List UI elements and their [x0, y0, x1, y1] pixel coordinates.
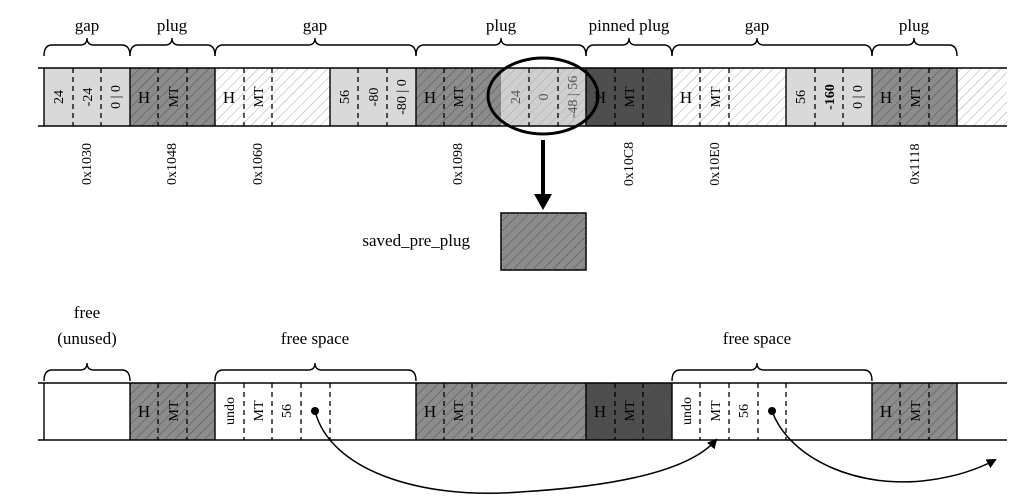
gap-1-block — [44, 68, 130, 126]
bottom-pinned-plug-header-mt: MT — [623, 400, 638, 421]
gap-1-value-3: 0 | 0 — [109, 85, 124, 109]
bottom-plug-2-header-h: H — [424, 402, 436, 421]
bottom-plug-3-header-h: H — [880, 402, 892, 421]
gap-3-header-mt: MT — [709, 86, 724, 107]
free-space-1-size: 56 — [280, 404, 295, 418]
bottom-heap-row: free (unused) free space free space — [38, 303, 1007, 495]
bottom-plug-1-header-h: H — [138, 402, 150, 421]
brace-gap-3 — [671, 37, 873, 57]
brace-free-space-1 — [214, 362, 417, 382]
gap-2-value-3: -80 | 0 — [395, 79, 410, 114]
free-space-2-undo: undo — [680, 397, 695, 425]
gap-3-value-3: 0 | 0 — [851, 85, 866, 109]
gap-1-value-1: 24 — [52, 90, 67, 104]
brace-plug-3 — [871, 37, 958, 57]
free-unused-block — [44, 383, 130, 440]
brace-gap-1 — [43, 37, 131, 57]
overlap-value-2: 0 — [537, 94, 552, 101]
label-free-space-2: free space — [723, 329, 791, 348]
label-gap-2: gap — [303, 16, 328, 35]
address-1: 0x1030 — [80, 143, 95, 185]
plug-3-header-h: H — [880, 88, 892, 107]
gap-2-header-h: H — [223, 88, 235, 107]
label-pinned-plug: pinned plug — [589, 16, 670, 35]
bottom-plug-3-header-mt: MT — [909, 400, 924, 421]
label-plug-1: plug — [157, 16, 188, 35]
plug-1-header-h: H — [138, 88, 150, 107]
gap-2-value-1: 56 — [338, 90, 353, 104]
free-list-link-1-arrow — [314, 410, 718, 495]
brace-gap-2 — [214, 37, 417, 57]
brace-pinned-plug — [585, 37, 673, 57]
free-space-1-mt: MT — [252, 400, 267, 421]
label-plug-2: plug — [486, 16, 517, 35]
free-space-1-undo: undo — [223, 397, 238, 425]
address-6: 0x10E0 — [708, 142, 723, 186]
gap-2-header-mt: MT — [252, 86, 267, 107]
gap-3-value-2: -160 — [823, 84, 838, 110]
brace-plug-2 — [415, 37, 587, 57]
address-3: 0x1060 — [251, 143, 266, 185]
label-gap-1: gap — [75, 16, 100, 35]
pinned-plug-header-mt: MT — [623, 86, 638, 107]
overlap-value-3: -48 | 56 — [566, 76, 581, 118]
gap-1-value-2: -24 — [81, 88, 96, 107]
bottom-plug-2-header-mt: MT — [452, 400, 467, 421]
top-heap-row: gap plug gap plug pinned plug gap plug — [38, 16, 1007, 271]
gap-3-info-block — [786, 68, 872, 126]
save-arrow-head — [534, 194, 552, 210]
overlap-highlight-ellipse — [486, 56, 600, 136]
gap-3-header-h: H — [680, 88, 692, 107]
free-space-2-size: 56 — [737, 404, 752, 418]
address-2: 0x1048 — [165, 143, 180, 185]
overlap-value-1: 24 — [509, 90, 524, 104]
brace-free-unused — [43, 362, 131, 382]
bottom-pinned-plug-header-h: H — [594, 402, 606, 421]
free-list-link-2-arrow — [771, 410, 997, 483]
bottom-plug-1-header-mt: MT — [167, 400, 182, 421]
label-plug-3: plug — [899, 16, 930, 35]
label-free-space-1: free space — [281, 329, 349, 348]
gap-3-value-1: 56 — [794, 90, 809, 104]
plug-1-header-mt: MT — [167, 86, 182, 107]
saved-pre-plug-label: saved_pre_plug — [362, 231, 470, 250]
label-free-unused-line2: (unused) — [57, 329, 116, 348]
brace-plug-1 — [129, 37, 216, 57]
label-gap-3: gap — [745, 16, 770, 35]
brace-free-space-2 — [671, 362, 873, 382]
address-7: 0x1118 — [908, 144, 923, 185]
plug-2-header-h: H — [424, 88, 436, 107]
plug-3-header-mt: MT — [909, 86, 924, 107]
gap-2-info-block — [330, 68, 416, 126]
plug-2-header-mt: MT — [452, 86, 467, 107]
label-free-unused-line1: free — [74, 303, 100, 322]
address-5: 0x10C8 — [622, 142, 637, 186]
gap-2-value-2: -80 — [367, 88, 382, 107]
address-4: 0x1098 — [451, 143, 466, 185]
trailing-region — [957, 68, 1007, 126]
free-space-2-mt: MT — [709, 400, 724, 421]
